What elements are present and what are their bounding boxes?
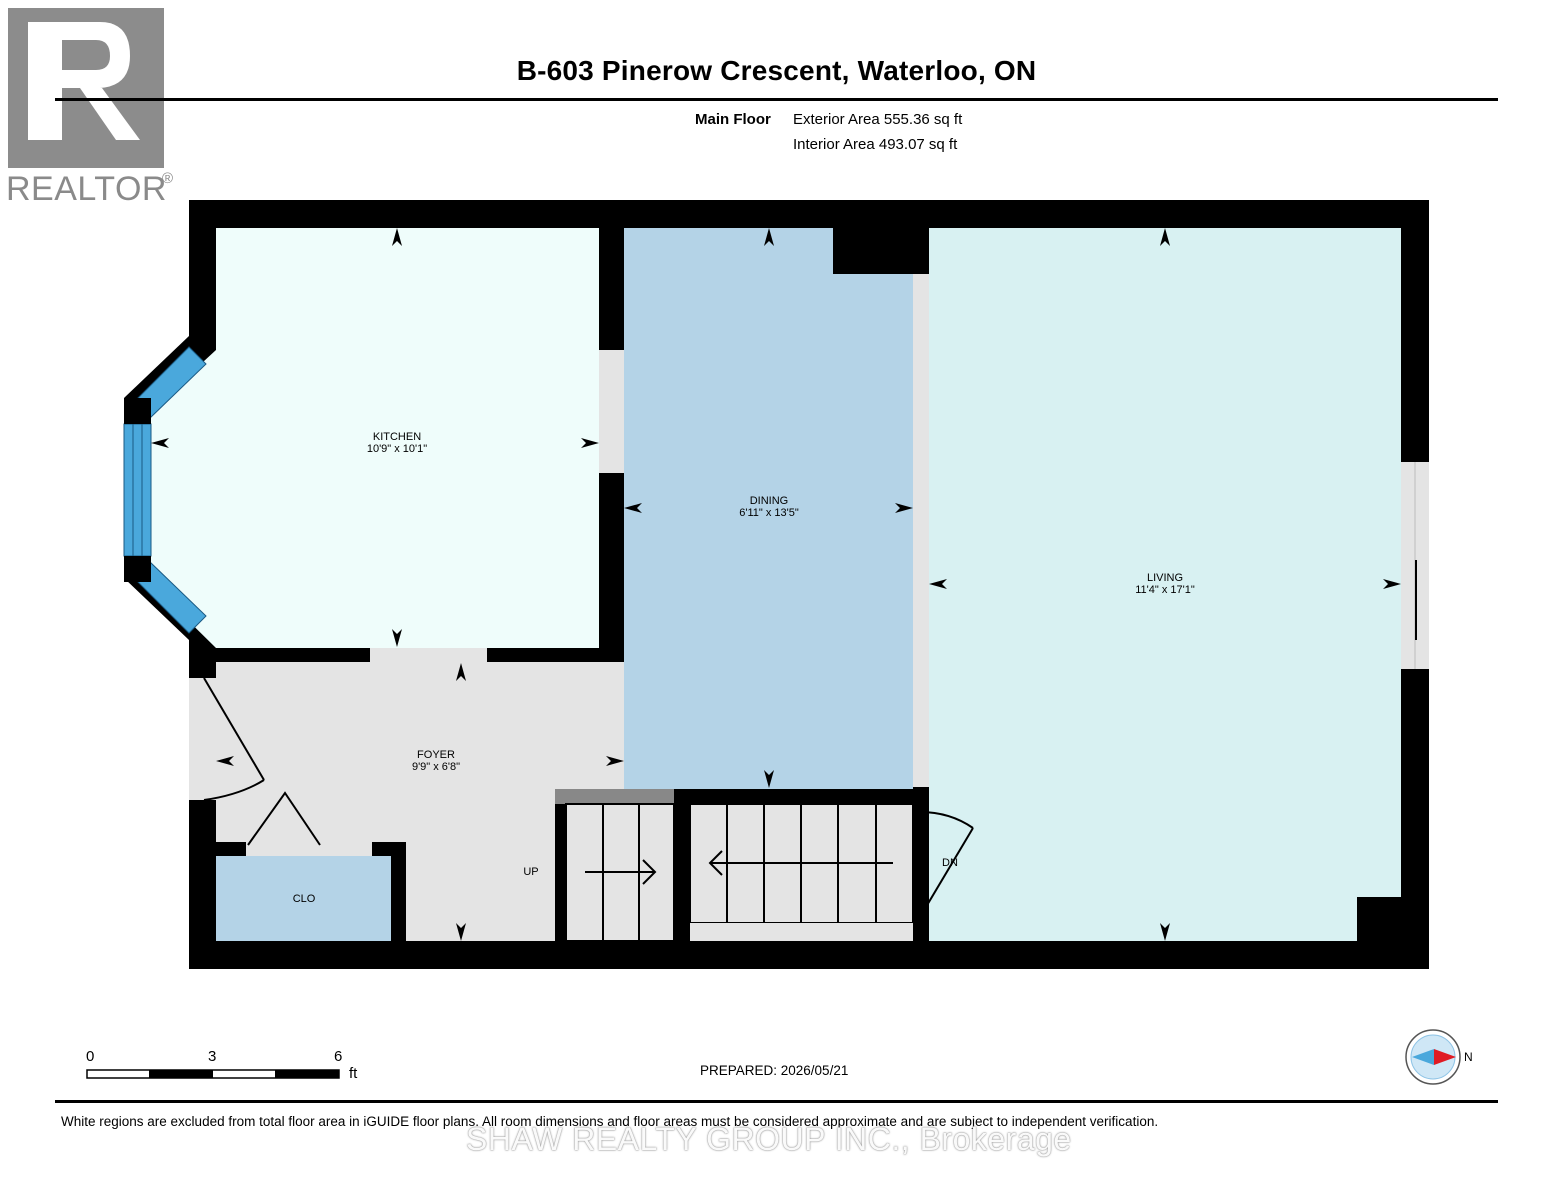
registered-mark: ® bbox=[162, 170, 174, 187]
closet-floor bbox=[216, 856, 391, 941]
bay-windows bbox=[123, 346, 207, 634]
floor-name: Main Floor bbox=[695, 111, 771, 128]
front-door bbox=[203, 677, 265, 801]
brokerage-watermark: SHAW REALTY GROUP INC., Brokerage bbox=[466, 1121, 1072, 1157]
kitchen-floor bbox=[151, 228, 599, 648]
realtor-logo bbox=[8, 8, 164, 168]
living-corner bbox=[1357, 897, 1401, 941]
stairs-up bbox=[565, 803, 675, 942]
foyer-floor bbox=[216, 662, 624, 941]
scale-tick-3: 3 bbox=[208, 1048, 217, 1065]
disclaimer-text: White regions are excluded from total fl… bbox=[61, 1114, 1159, 1129]
dining-floor bbox=[624, 228, 913, 789]
scale-tick-6: 6 bbox=[334, 1048, 343, 1065]
dining-living-partition bbox=[913, 274, 929, 787]
closet-door-gap bbox=[246, 842, 372, 856]
exterior-area: Exterior Area 555.36 sq ft bbox=[793, 111, 963, 128]
stairs-up-label: UP bbox=[523, 866, 539, 878]
dimension-arrows bbox=[151, 228, 1401, 941]
footer-divider bbox=[55, 1100, 1498, 1103]
kitchen-dining-opening bbox=[599, 350, 624, 473]
living-floor bbox=[929, 228, 1401, 941]
prepared-date: PREPARED: 2026/05/21 bbox=[700, 1063, 849, 1078]
kitchen-foyer-opening bbox=[370, 648, 487, 662]
interior-area: Interior Area 493.07 sq ft bbox=[793, 136, 958, 153]
compass-icon bbox=[1405, 1029, 1461, 1085]
stair-door bbox=[919, 811, 974, 918]
dining-column bbox=[833, 228, 929, 274]
stairs-down bbox=[689, 803, 914, 924]
compass-north-label: N bbox=[1464, 1050, 1473, 1064]
room-label-closet: CLO bbox=[292, 893, 316, 905]
scale-unit: ft bbox=[349, 1065, 358, 1082]
stair-divider-wall bbox=[674, 789, 690, 941]
scale-tick-0: 0 bbox=[86, 1048, 95, 1065]
stairs-down-label: DN bbox=[942, 857, 958, 869]
property-title: B-603 Pinerow Crescent, Waterloo, ON bbox=[516, 55, 1037, 86]
front-door-recess bbox=[189, 678, 216, 800]
closet-door bbox=[247, 791, 321, 846]
stair-landing-edge bbox=[555, 789, 674, 804]
header-divider bbox=[55, 98, 1498, 101]
realtor-logo-text: REALTOR bbox=[6, 170, 167, 208]
scale-bar bbox=[86, 1069, 340, 1079]
